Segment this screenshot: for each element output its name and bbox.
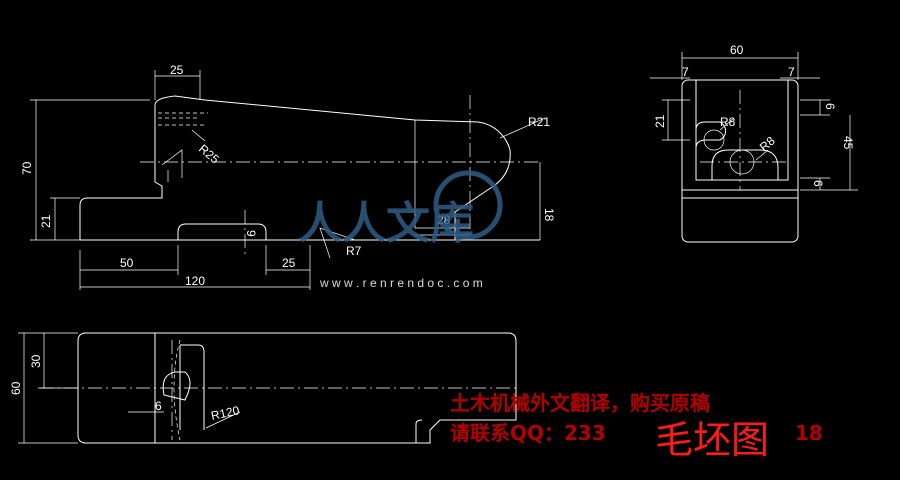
dim-50: 50 (120, 256, 134, 270)
dim-9: 9 (244, 230, 258, 237)
dim-120: 120 (185, 274, 205, 288)
side-dim-r8-right: R8 (757, 134, 778, 155)
side-dim-6-bottom: 6 (811, 180, 825, 187)
dim-r25: R25 (196, 142, 222, 167)
side-dim-r8-left: R8 (720, 115, 736, 129)
watermark-logo-text: 人人文库 (298, 198, 474, 249)
side-dim-6-top: 6 (823, 103, 837, 110)
promo-line-1: 土木机械外文翻译，购买原稿 (450, 391, 710, 415)
dim-25-top: 25 (170, 63, 184, 77)
promo-line-2: 请联系QQ：233 (450, 421, 606, 445)
side-dim-7-right: 7 (788, 65, 795, 79)
promo-line-2-tail: 18 (795, 421, 823, 445)
drawing-title: 毛坯图 (655, 418, 769, 462)
front-view: 25 70 R25 R21 21 28 18 R7 9 50 25 120 (20, 63, 556, 290)
dim-18: 18 (542, 208, 556, 222)
watermark-logo: 人人文库 w w w . r e n r e n d o c . c o m (298, 170, 503, 290)
bottom-dim-30: 30 (29, 354, 43, 368)
bottom-dim-60: 60 (9, 381, 23, 395)
side-dim-21: 21 (653, 114, 667, 128)
dim-21: 21 (39, 214, 53, 228)
dim-r21: R21 (528, 115, 550, 129)
side-dim-7-left: 7 (682, 65, 689, 79)
dim-70: 70 (20, 161, 34, 175)
watermark-url: w w w . r e n r e n d o c . c o m (319, 276, 483, 290)
bottom-dim-r120: R120 (210, 403, 241, 423)
dim-r7: R7 (346, 244, 362, 258)
bottom-view: 60 30 6 R120 (9, 332, 520, 444)
side-dim-60: 60 (730, 43, 744, 57)
bottom-dim-6: 6 (155, 399, 162, 413)
side-dim-45: 45 (841, 136, 855, 150)
side-view: 60 7 7 21 6 R8 R8 45 6 (650, 43, 858, 243)
dim-25-bottom: 25 (282, 256, 296, 270)
